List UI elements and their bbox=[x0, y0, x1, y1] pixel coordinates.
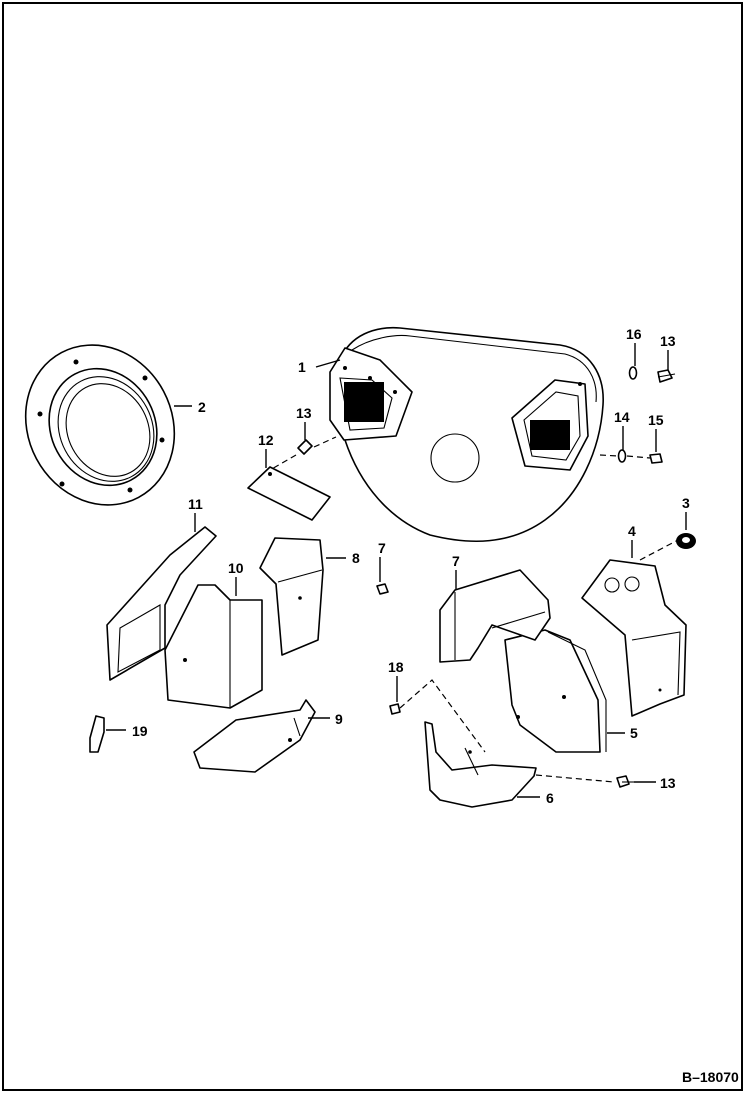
part-6-lower-bracket bbox=[424, 721, 537, 808]
part-14-washer bbox=[617, 449, 627, 463]
callout-10: 10 bbox=[228, 560, 244, 576]
callout-14: 14 bbox=[614, 409, 630, 425]
callout-7-bracket: 7 bbox=[452, 553, 460, 569]
part-13-bolt-top bbox=[657, 369, 676, 383]
figure-id: B–18070 bbox=[682, 1069, 739, 1085]
part-15-bolt bbox=[649, 453, 663, 464]
callout-16: 16 bbox=[626, 326, 642, 342]
callout-18: 18 bbox=[388, 659, 404, 675]
callout-3: 3 bbox=[682, 495, 690, 511]
callout-7-fastener: 7 bbox=[378, 540, 386, 556]
part-7-upper-bracket bbox=[439, 569, 551, 663]
callout-15: 15 bbox=[648, 412, 664, 428]
callout-labels: 1 2 3 4 5 6 7 7 8 9 10 11 12 13 13 13 14… bbox=[132, 326, 690, 806]
leader-lines bbox=[106, 343, 687, 798]
part-5-lower-panel bbox=[504, 629, 607, 753]
callout-12: 12 bbox=[258, 432, 274, 448]
part-18-bolt bbox=[389, 703, 401, 715]
callout-13-bottom: 13 bbox=[660, 775, 676, 791]
callout-13-top: 13 bbox=[660, 333, 676, 349]
alignment-lines bbox=[269, 436, 679, 783]
callout-4: 4 bbox=[628, 523, 636, 539]
part-2-flange-ring bbox=[24, 344, 176, 506]
part-11-side-strip bbox=[106, 526, 217, 681]
part-13-bolt-bottom bbox=[616, 775, 634, 788]
part-10-side-shield bbox=[164, 584, 263, 709]
callout-2: 2 bbox=[198, 399, 206, 415]
callout-1: 1 bbox=[298, 359, 306, 375]
part-16-washer bbox=[628, 366, 638, 380]
part-12-small-plate bbox=[247, 466, 331, 521]
callout-13-plate: 13 bbox=[296, 405, 312, 421]
callout-19: 19 bbox=[132, 723, 148, 739]
callout-5: 5 bbox=[630, 725, 638, 741]
part-4-side-plate bbox=[581, 559, 687, 717]
part-7-fastener bbox=[376, 583, 389, 595]
callout-11: 11 bbox=[188, 496, 203, 512]
part-13-bolt-plate bbox=[297, 439, 313, 455]
part-19-tab bbox=[89, 715, 105, 753]
callout-6: 6 bbox=[546, 790, 554, 806]
part-9-floor-bracket bbox=[193, 699, 316, 773]
part-8-angle-bracket bbox=[259, 537, 324, 656]
callout-8: 8 bbox=[352, 550, 360, 566]
callout-9: 9 bbox=[335, 711, 343, 727]
part-1-housing-cover bbox=[329, 326, 604, 543]
part-3-grommet bbox=[676, 533, 696, 549]
